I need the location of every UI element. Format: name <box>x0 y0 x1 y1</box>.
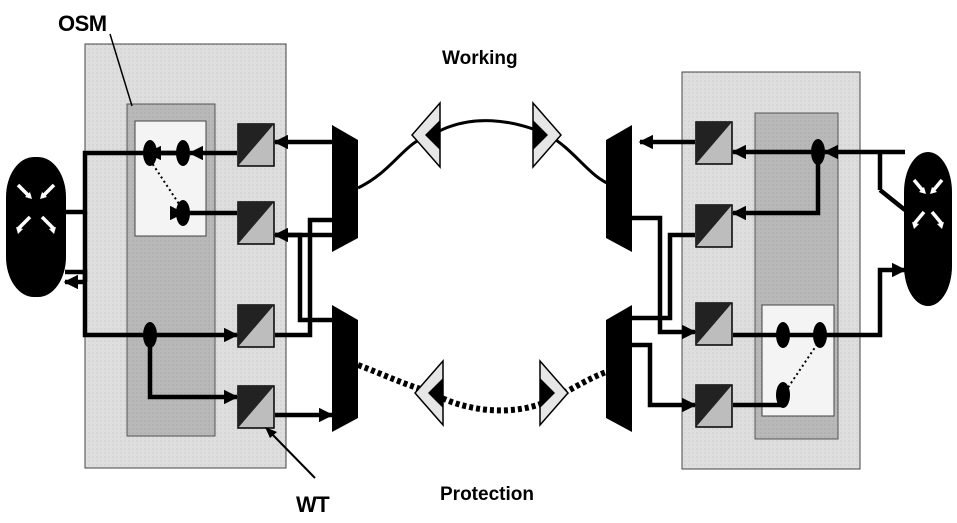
left-transponders <box>237 123 275 429</box>
left-switch-box <box>134 120 207 237</box>
switch-node-icon <box>176 140 190 166</box>
router-icon <box>6 157 66 297</box>
right-switch-box <box>761 304 835 417</box>
osm-callout-line <box>109 33 133 107</box>
right-wiring <box>632 134 907 413</box>
left-wiring <box>63 134 334 423</box>
amplifier-icon <box>532 101 562 169</box>
transponder-icon <box>237 201 275 245</box>
switch-node-icon <box>143 322 157 348</box>
router-icon <box>904 152 952 306</box>
right-switch-dotted-link <box>782 339 821 396</box>
transponder-icon <box>237 123 275 167</box>
osm-label: OSM <box>58 11 107 36</box>
switch-node-icon <box>776 382 790 408</box>
right-transponders <box>695 121 733 428</box>
switch-node-icon <box>811 139 825 165</box>
protection-label: Protection <box>440 484 534 505</box>
amplifier-icon <box>414 359 444 427</box>
mux-icon <box>606 125 632 252</box>
amplifier-icon <box>411 101 441 169</box>
wt-label: WT <box>296 492 330 517</box>
mux-icon <box>606 305 632 432</box>
mux-icon <box>332 125 358 252</box>
transponder-icon <box>695 384 733 428</box>
protection-fiber <box>356 362 613 414</box>
switch-nodes <box>143 139 827 408</box>
transponder-icon <box>237 304 275 348</box>
switch-node-icon <box>776 322 790 348</box>
transponder-icon <box>695 204 733 248</box>
transponder-icon <box>695 302 733 346</box>
switch-node-icon <box>143 140 157 166</box>
working-label: Working <box>442 48 518 69</box>
switch-node-icon <box>176 200 190 226</box>
mux-icon <box>332 305 358 432</box>
wt-callout-line <box>269 431 316 479</box>
switch-node-icon <box>813 322 827 348</box>
working-fiber <box>357 119 613 190</box>
transponder-icon <box>695 121 733 165</box>
wt-callout-arrowhead <box>265 427 277 438</box>
amplifier-icon <box>539 359 569 427</box>
transponder-icon <box>237 385 275 429</box>
